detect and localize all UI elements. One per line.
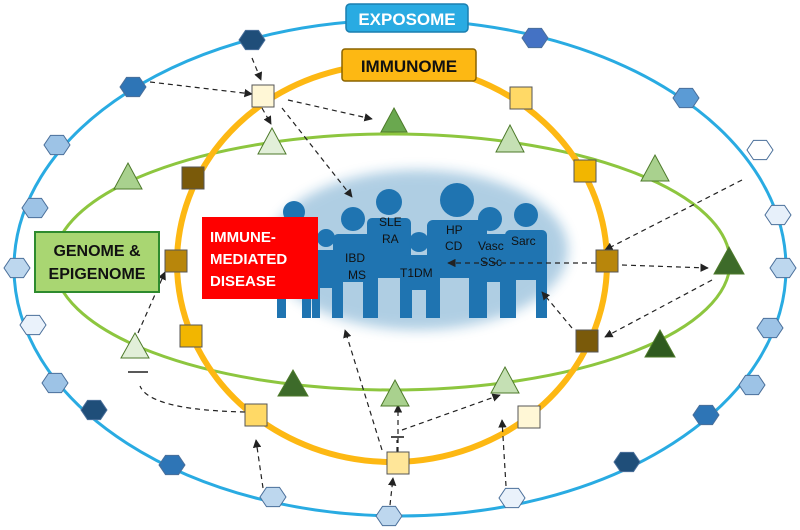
label-ibd: IBD [345,251,365,265]
arrow [604,279,713,338]
arrow [261,107,272,125]
arrow [401,393,501,431]
hexagon [259,486,287,508]
hexagon [672,87,700,109]
genome-title-line1: GENOME & [53,243,141,260]
arrow [149,81,253,98]
inhibition-line [139,385,246,413]
square [179,324,203,348]
triangle [644,328,676,358]
hexagon [80,399,108,421]
hexagon [41,372,69,394]
exposome-label: EXPOSOME [345,3,469,33]
disease-label: IMMUNE- MEDIATED DISEASE [202,217,318,299]
hexagon [521,27,549,49]
arrow [343,329,383,451]
square [573,159,597,183]
hexagon [158,454,186,476]
people-group [268,170,568,330]
arrow [137,271,166,334]
hexagon [21,197,49,219]
hexagon [738,374,766,396]
square [181,166,205,190]
arrow [498,419,507,487]
hexagon [746,139,774,161]
arrow [604,179,743,251]
arrow [251,57,263,81]
label-sle: SLE [379,215,402,229]
label-t1dm: T1DM [400,266,433,280]
label-vasc: Vasc [478,239,504,253]
triangle [380,106,408,133]
genome-label: GENOME & EPIGENOME [34,231,160,293]
genome-title-line2: EPIGENOME [49,266,146,283]
hexagon [498,487,526,509]
triangle [640,153,670,182]
hexagon [613,451,641,473]
triangle [120,331,150,359]
immunome-label: IMMUNOME [341,48,477,82]
square [509,86,533,110]
triangle [495,123,525,153]
disease-title-line1: IMMUNE- [210,229,276,246]
hexagon [19,314,47,336]
arrow [252,439,264,489]
square [244,403,268,427]
label-hp: HP [446,223,463,237]
arrow [287,99,373,122]
hexagon [692,404,720,426]
hexagon [119,76,147,98]
label-cd: CD [445,239,463,253]
hexagon [238,29,266,51]
arrow [387,477,397,515]
label-ssc: SSc [480,255,502,269]
exposome-title: EXPOSOME [358,10,455,29]
disease-title-line2: MEDIATED [210,251,287,268]
square [517,405,541,429]
triangle [380,378,410,407]
arrow [281,107,353,198]
arrow [541,291,573,329]
square [251,84,275,108]
triangle [277,368,309,397]
triangle [713,245,745,275]
hexagon [764,204,792,226]
label-ra: RA [382,232,399,246]
hexagon [3,257,31,279]
immunome-title: IMMUNOME [361,57,457,76]
hexagon [375,505,403,527]
label-ms: MS [348,268,366,282]
disease-title-line3: DISEASE [210,273,276,290]
hexagon [756,317,784,339]
triangle [257,126,287,155]
triangle [113,161,143,190]
hexagon [769,257,797,279]
square [575,329,599,353]
label-sarc: Sarc [511,234,536,248]
square [164,249,188,273]
square [386,451,410,475]
hexagon [43,134,71,156]
triangle [490,365,520,394]
arrow [621,263,709,272]
square [595,249,619,273]
